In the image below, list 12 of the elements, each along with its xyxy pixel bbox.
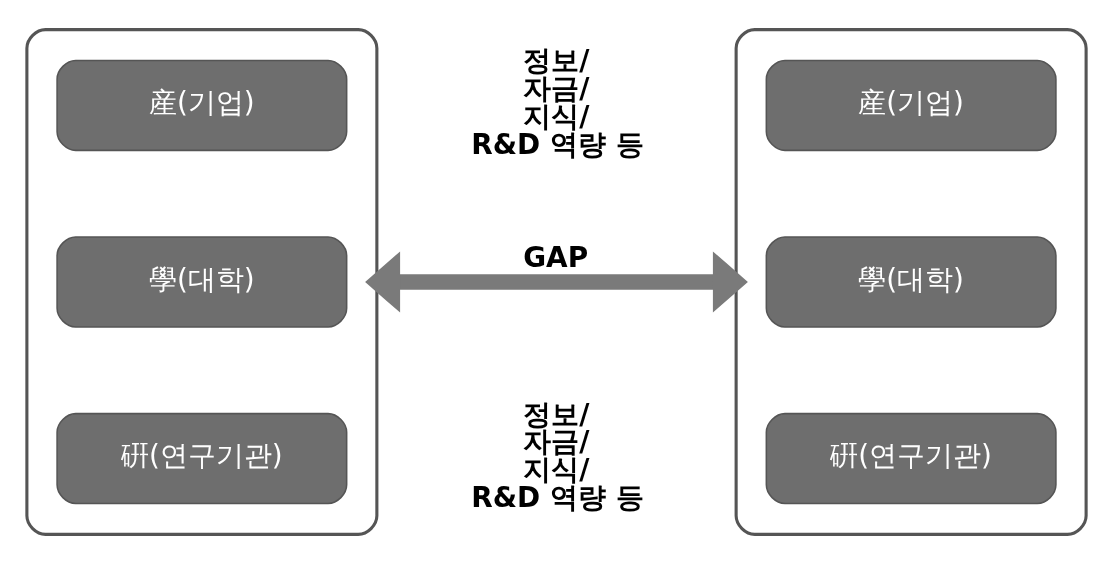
node-box: 産(기업) <box>56 59 348 151</box>
node-box: 産(기업) <box>765 59 1057 151</box>
node-box: 硏(연구기관) <box>56 412 348 504</box>
edge-label: GAP <box>523 240 589 274</box>
node-box: 學(대학) <box>765 235 1057 328</box>
cluster <box>734 27 1088 536</box>
node-box: 硏(연구기관) <box>765 412 1057 504</box>
label: 정보/ 자금/ 지식/ R&D 역량 등 <box>471 397 644 514</box>
cluster <box>25 27 379 536</box>
node-box: 學(대학) <box>56 235 348 328</box>
label: 정보/ 자금/ 지식/ R&D 역량 등 <box>471 43 644 161</box>
arrow <box>365 250 748 313</box>
